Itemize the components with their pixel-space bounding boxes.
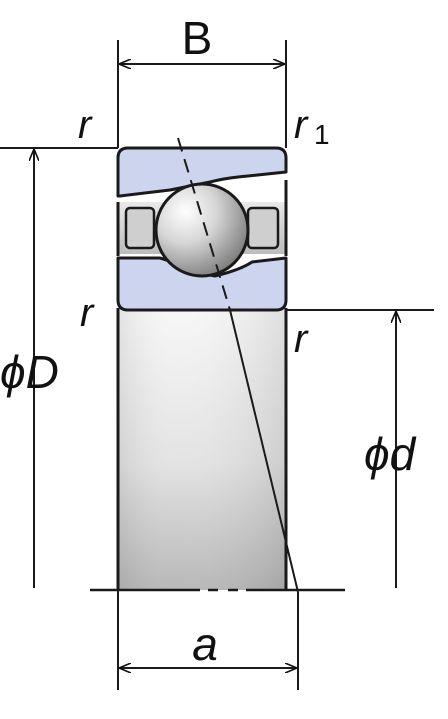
- radius-top-right-label: r: [294, 103, 309, 147]
- rolling-ball: [154, 182, 250, 278]
- radius-mid-left-label: r: [80, 291, 95, 335]
- radius-top-right-subscript: 1: [314, 119, 330, 150]
- load-center-label: a: [192, 618, 218, 670]
- radius-mid-right-label: r: [294, 317, 309, 361]
- bore-diameter-dimension: [286, 309, 434, 588]
- bore-body: [116, 308, 288, 590]
- width-dimension: [117, 40, 287, 148]
- width-label: B: [182, 12, 213, 64]
- outer-ring: [116, 146, 288, 198]
- outer-diameter-dimension: [0, 147, 118, 588]
- outer-diameter-label: ϕD: [0, 346, 59, 398]
- load-center-dimension: [117, 590, 299, 690]
- contact-angle-line: [177, 137, 299, 593]
- bore-diameter-label: ϕd: [364, 428, 417, 480]
- radius-top-left-label: r: [78, 103, 93, 147]
